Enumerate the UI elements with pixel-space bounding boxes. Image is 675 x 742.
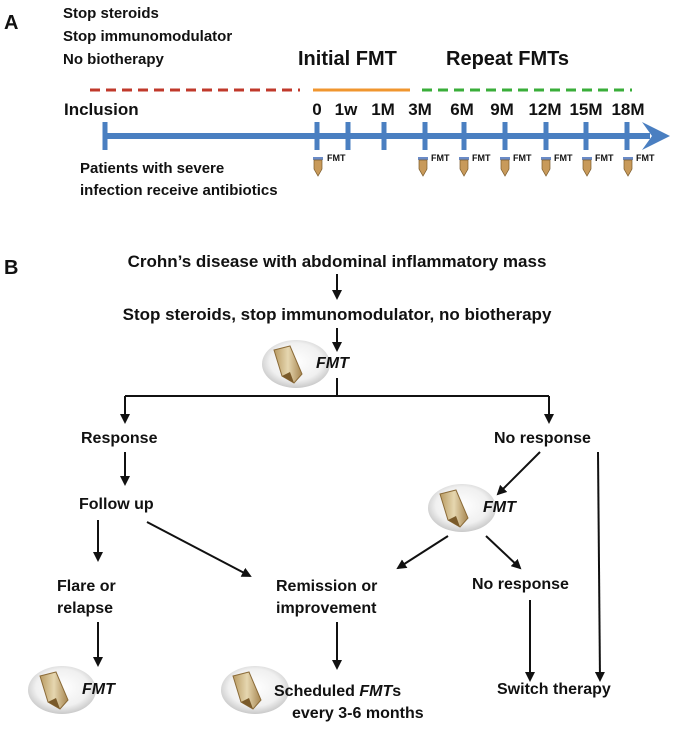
fmt-tube-icon <box>312 156 324 177</box>
antibiotics-note-line1: Patients with severe <box>80 160 225 177</box>
arrow-followup-to-remission <box>146 521 252 577</box>
arrow-fmt-to-remission <box>396 535 449 570</box>
arrow-noresponse-to-fmt <box>496 451 541 496</box>
flare-node-line1: Flare or <box>57 578 116 595</box>
stop-steroids-label: Stop steroids <box>63 5 159 22</box>
fmt-node-label: FMT <box>316 355 349 372</box>
fmt-tube-label: FMT <box>554 153 573 163</box>
scheduled-fmt-italic: FMT <box>359 683 393 700</box>
fmt-tube-icon <box>499 156 511 177</box>
fmt-tube-label: FMT <box>513 153 532 163</box>
scheduled-fmts-line1: Scheduled FMTs <box>274 681 401 702</box>
remission-node-line1: Remission or <box>276 578 378 595</box>
scheduled-prefix: Scheduled <box>274 683 360 700</box>
fmt-tube-label: FMT <box>472 153 491 163</box>
scheduled-fmts-line2: every 3-6 months <box>292 705 424 722</box>
timeline-arrowhead <box>642 122 670 150</box>
flare-node-line2: relapse <box>57 600 114 617</box>
initial-fmt-heading: Initial FMT <box>298 48 397 70</box>
tick-label-15M: 15M <box>569 100 603 119</box>
no-response-node: No response <box>494 430 591 447</box>
no-biotherapy-label: No biotherapy <box>63 51 164 68</box>
fmt-tube-icon <box>458 156 470 177</box>
stop-therapy-node: Stop steroids, stop immunomodulator, no … <box>122 305 552 324</box>
fmt-tube-icon <box>622 156 634 177</box>
tick-label-9M: 9M <box>490 100 514 119</box>
antibiotics-note-line2: infection receive antibiotics <box>80 182 278 199</box>
crohns-disease-node: Crohn’s disease with abdominal inflammat… <box>127 252 547 271</box>
fmt-tube-icon <box>417 156 429 177</box>
response-node: Response <box>81 430 158 447</box>
inclusion-label: Inclusion <box>64 100 139 119</box>
fmt-tube-label: FMT <box>327 153 346 163</box>
fmt-tube-label: FMT <box>636 153 655 163</box>
no-response-node-2: No response <box>472 576 569 593</box>
arrow-noresponse-to-switch <box>594 451 605 682</box>
follow-up-node: Follow up <box>79 496 154 513</box>
remission-node-line2: improvement <box>276 600 377 617</box>
timeline-ticks <box>314 122 630 150</box>
switch-therapy-node: Switch therapy <box>497 681 611 698</box>
stop-immunomodulator-label: Stop immunomodulator <box>63 28 233 45</box>
tick-label-1w: 1w <box>334 100 358 119</box>
repeat-fmts-heading: Repeat FMTs <box>446 48 569 70</box>
fmt-tube-icon <box>540 156 552 177</box>
fmt-tube-label: FMT <box>595 153 614 163</box>
tick-label-0: 0 <box>312 100 322 119</box>
fmt-node-label-3: FMT <box>82 681 115 698</box>
arrow-fmt-to-noresponse2 <box>485 535 522 570</box>
tick-label-6M: 6M <box>450 100 474 119</box>
fmt-tube-icon <box>581 156 593 177</box>
scheduled-suffix: s <box>392 683 402 700</box>
tick-label-18M: 18M <box>611 100 645 119</box>
panel-a-letter: A <box>4 12 19 34</box>
tick-label-3M: 3M <box>408 100 432 119</box>
panel-b-letter: B <box>4 257 19 279</box>
fmt-node-label-2: FMT <box>483 499 516 516</box>
tick-label-12M: 12M <box>528 100 562 119</box>
fmt-tube-label: FMT <box>431 153 450 163</box>
tick-label-1M: 1M <box>371 100 395 119</box>
